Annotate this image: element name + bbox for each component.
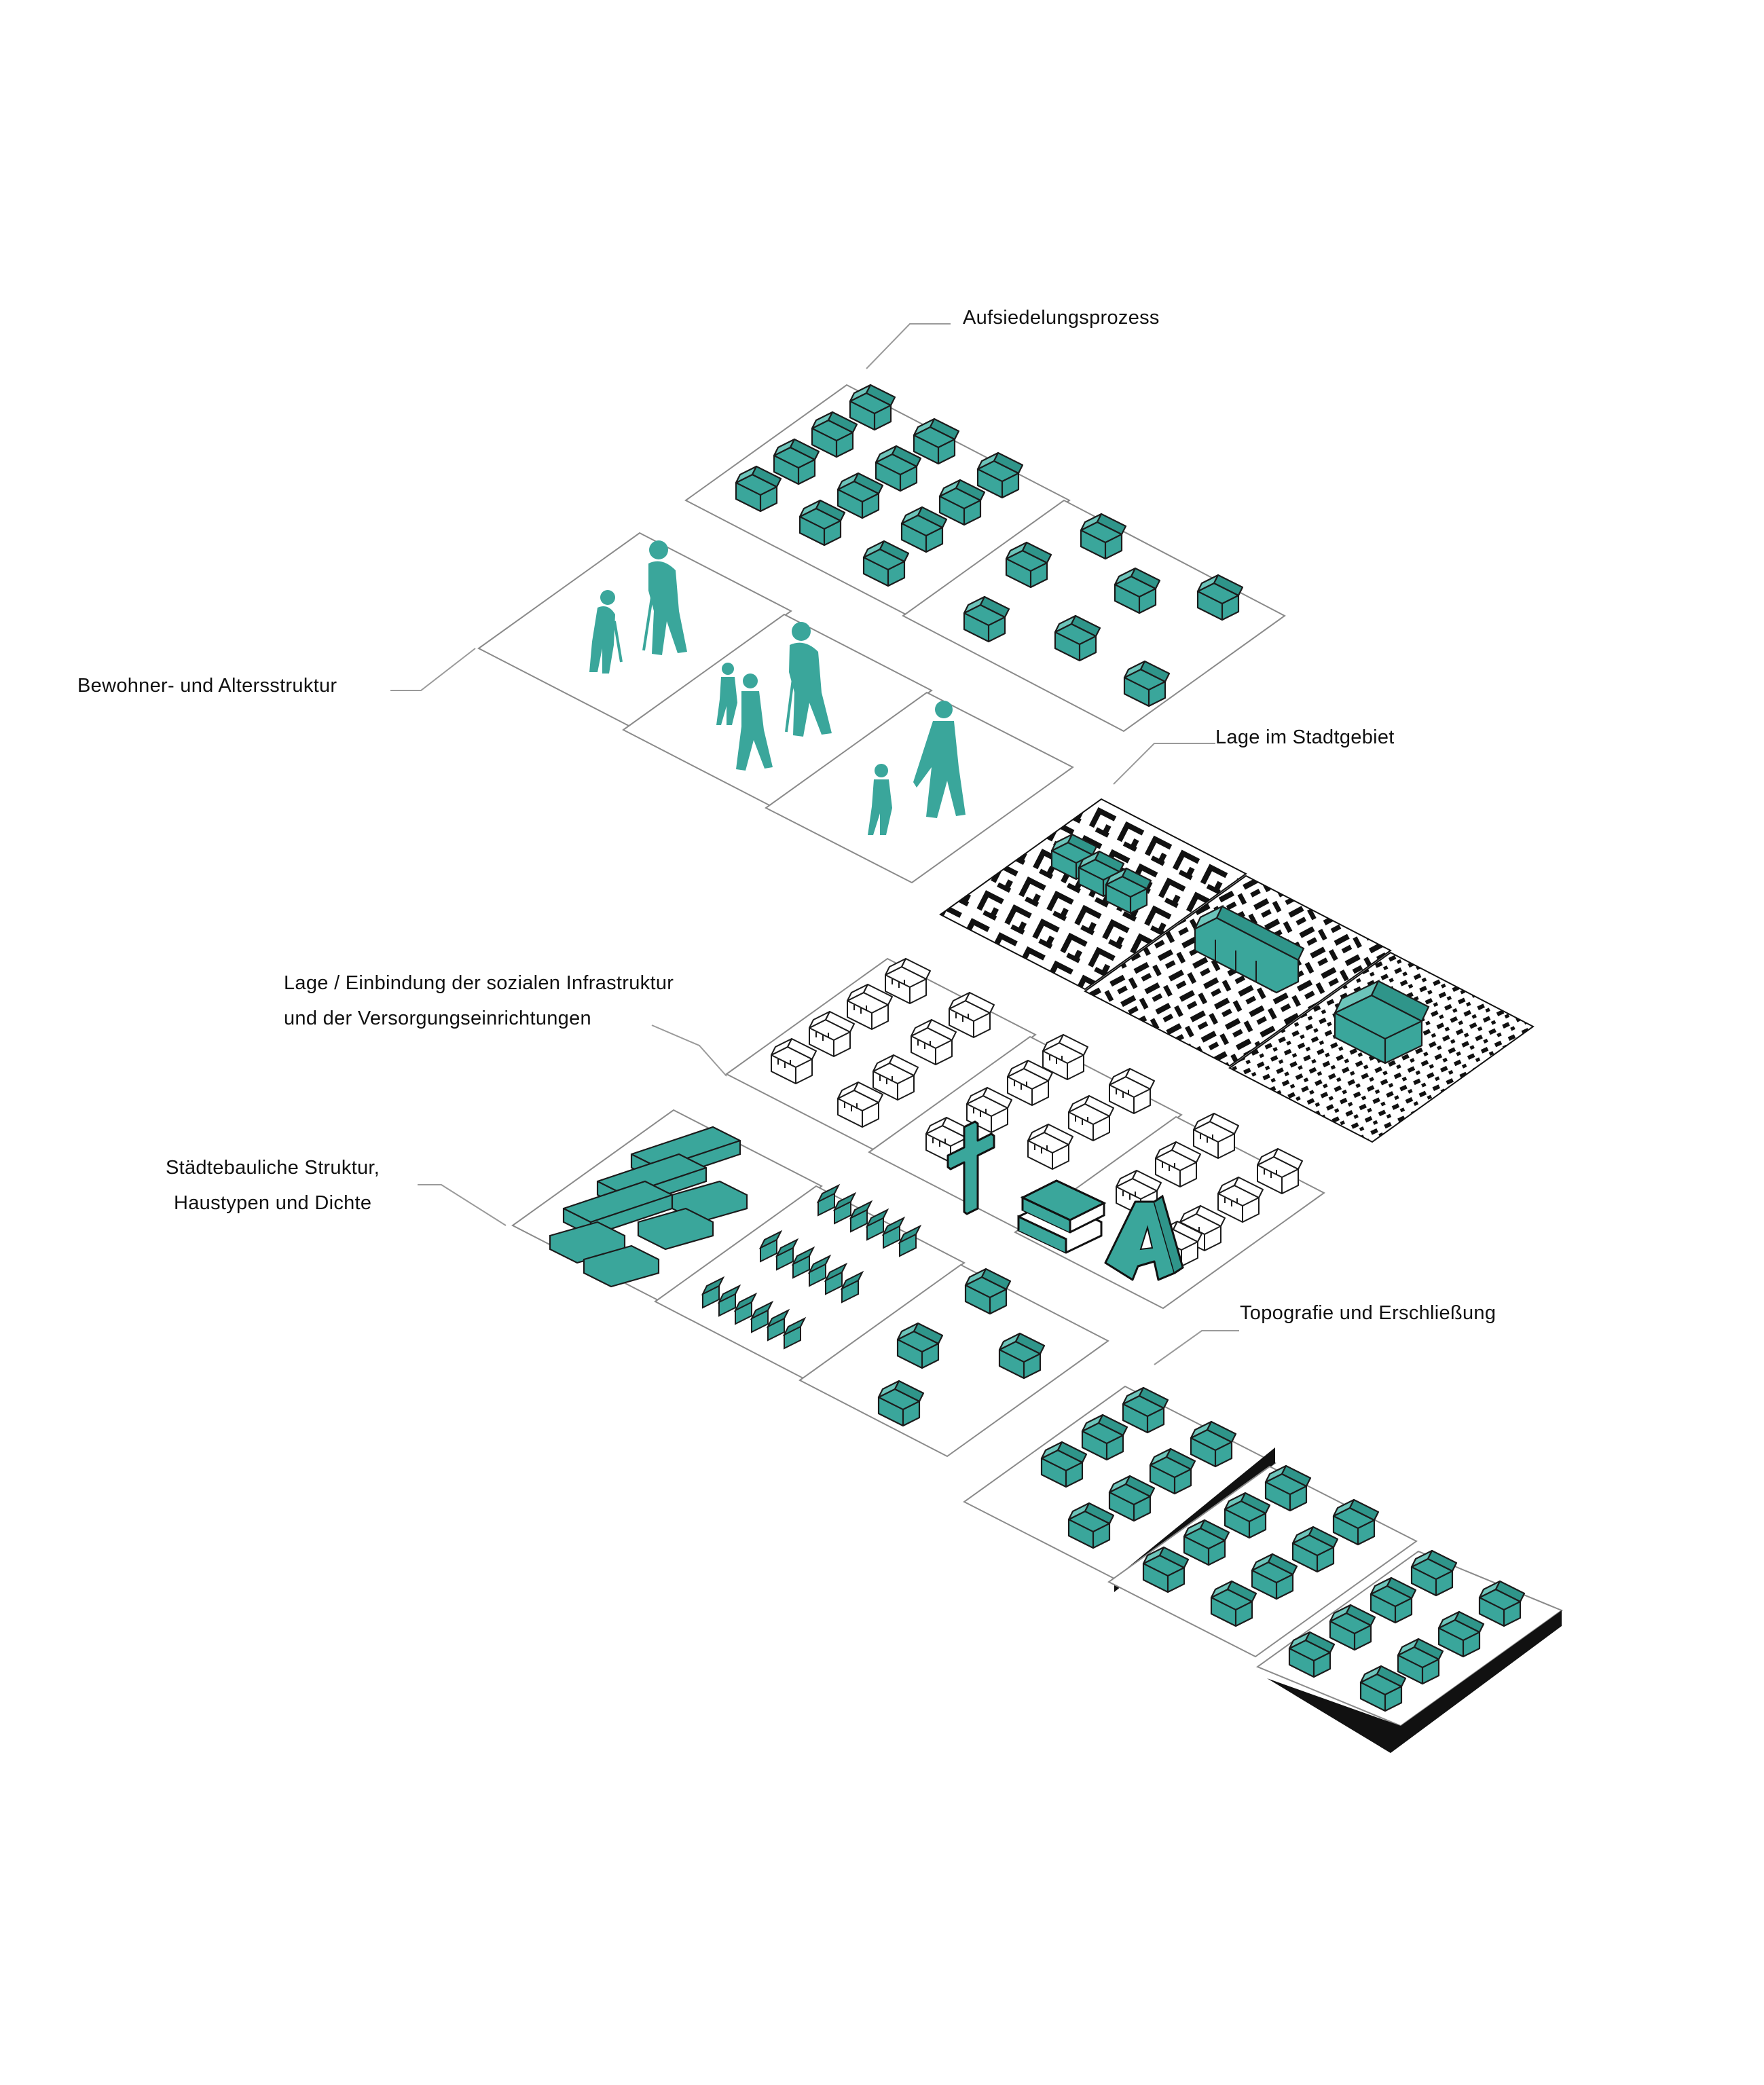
panel-staedtebau-rows xyxy=(654,1185,966,1380)
panel-infra-pharmacy xyxy=(1014,1113,1325,1310)
panel-aufsiedelung-dense xyxy=(684,384,1071,617)
elderly-person-icon xyxy=(785,622,832,737)
label-aufsiedelungsprozess: Aufsiedelungsprozess xyxy=(963,307,1160,329)
panel-infra-church xyxy=(868,1034,1183,1232)
label-infrastruktur-line2: und der Versorgungseinrichtungen xyxy=(284,1008,591,1029)
panel-bewohner-family xyxy=(622,613,933,807)
label-staedtebau-line1: Städtebauliche Struktur, xyxy=(166,1157,380,1179)
label-infrastruktur-line1: Lage / Einbindung der sozialen Infrastru… xyxy=(284,972,674,994)
label-lage-im-stadtgebiet: Lage im Stadtgebiet xyxy=(1215,726,1395,748)
books-icon xyxy=(1017,1179,1107,1254)
panel-staedtebau-dense xyxy=(511,1109,823,1303)
elderly-person-icon xyxy=(642,540,687,655)
cross-icon xyxy=(947,1120,995,1215)
child-icon xyxy=(716,663,737,725)
panel-topografie-mid xyxy=(1107,1464,1418,1658)
label-topografie-erschliessung: Topografie und Erschließung xyxy=(1240,1302,1496,1324)
child-icon xyxy=(868,764,892,835)
panel-bewohner-adult xyxy=(765,691,1074,884)
panel-aufsiedelung-sparse xyxy=(902,499,1286,733)
adult-person-icon xyxy=(736,674,773,771)
pharmacy-icon xyxy=(1104,1194,1184,1281)
panel-infra-houses xyxy=(725,957,1037,1151)
leader-lines xyxy=(390,323,1239,1365)
label-bewohner-altersstruktur: Bewohner- und Altersstruktur xyxy=(77,675,337,697)
label-staedtebau-line2: Haustypen und Dichte xyxy=(174,1192,372,1214)
panel-staedtebau-detached xyxy=(798,1263,1109,1458)
panel-bewohner-elderly xyxy=(477,532,792,728)
adult-person-icon xyxy=(913,701,966,818)
elderly-person-icon xyxy=(589,590,623,674)
panel-topografie-bottom xyxy=(1255,1549,1564,1753)
